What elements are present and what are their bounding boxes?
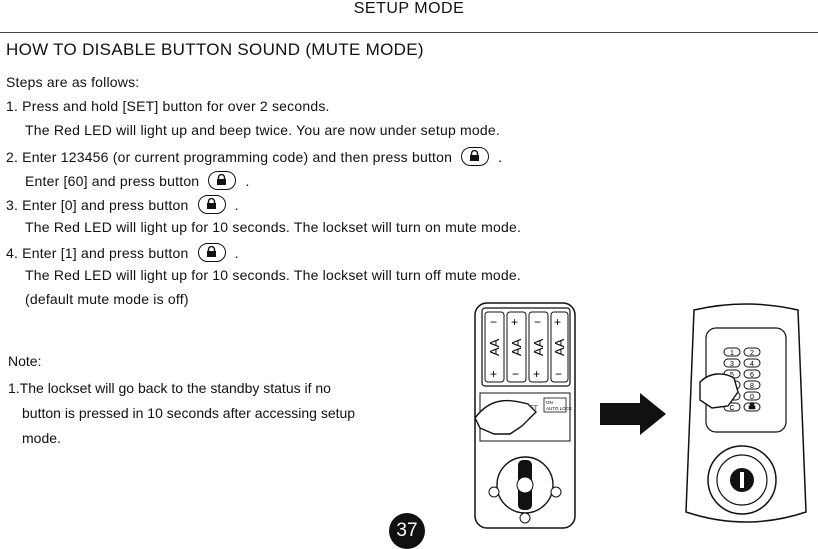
key-2: 2 [750,350,754,357]
step-1: 1. Press and hold [SET] button for over … [6,98,330,114]
page-number: 37 [389,513,425,549]
note-line-2: button is pressed in 10 seconds after ac… [22,405,356,421]
step-2-text: 2. Enter 123456 (or current programming … [6,149,453,165]
lock-button-icon [461,147,490,166]
svg-text:−: − [490,315,497,329]
step-3-end: . [234,197,239,213]
interior-lock-figure: AA AA AA AA − + − + + − + − SET ON AUTO … [474,302,576,529]
step-4-end: . [234,245,239,261]
page-header: SETUP MODE [0,0,818,33]
right-arrow-icon [600,393,666,435]
key-6: 6 [750,372,754,379]
step-1-detail: The Red LED will light up and beep twice… [25,122,500,138]
step-2: 2. Enter 123456 (or current programming … [6,147,502,166]
step-3-detail: The Red LED will light up for 10 seconds… [25,219,522,235]
svg-text:+: + [490,367,497,381]
battery-label: AA [487,338,502,356]
svg-text:+: + [533,367,540,381]
svg-text:−: − [512,367,519,381]
step-4: 4. Enter [1] and press button . [6,243,239,262]
lock-button-icon [197,243,226,262]
section-title: HOW TO DISABLE BUTTON SOUND (MUTE MODE) [6,40,424,59]
key-1: 1 [730,350,734,357]
step-4-default: (default mute mode is off) [25,291,189,307]
step-2-detail-end: . [245,173,250,189]
note-line-3: mode. [22,430,61,446]
key-4: 4 [750,361,754,368]
header-title: SETUP MODE [353,0,465,17]
lock-button-icon [208,171,237,190]
step-4-text: 4. Enter [1] and press button [6,245,189,261]
step-3: 3. Enter [0] and press button . [6,195,239,214]
battery-label: AA [531,338,546,356]
switch-on-label: ON [546,400,553,405]
key-0: 0 [750,394,754,401]
key-5: 5 [730,372,734,379]
battery-pack: AA AA AA AA − + − + + − + − [484,311,569,383]
key-8: 8 [750,383,754,390]
key-3: 3 [730,361,734,368]
svg-text:−: − [555,367,562,381]
step-3-text: 3. Enter [0] and press button [6,197,189,213]
hand-pressing-icon [474,399,537,435]
svg-text:+: + [554,315,561,329]
hand-pressing-icon [699,373,739,409]
lock-button-icon [197,195,226,214]
lock-key-icon [748,402,756,410]
step-2-detail: Enter [60] and press button . [25,171,250,190]
exterior-keypad-figure: 1 2 3 4 5 6 7 8 9 0 C [685,303,807,523]
steps-intro: Steps are as follows: [6,74,140,90]
svg-text:−: − [534,315,541,329]
step-4-detail: The Red LED will light up for 10 seconds… [25,267,521,283]
switch-auto-lock-label: AUTO LOCK [546,406,572,411]
step-2-end: . [498,149,503,165]
step-2-detail-text: Enter [60] and press button [25,173,200,189]
note-line-1: 1.The lockset will go back to the standb… [8,380,331,396]
battery-label: AA [509,338,524,356]
key-c: C [729,405,734,412]
svg-text:+: + [511,315,518,329]
note-heading: Note: [8,353,42,369]
battery-label: AA [552,338,567,356]
